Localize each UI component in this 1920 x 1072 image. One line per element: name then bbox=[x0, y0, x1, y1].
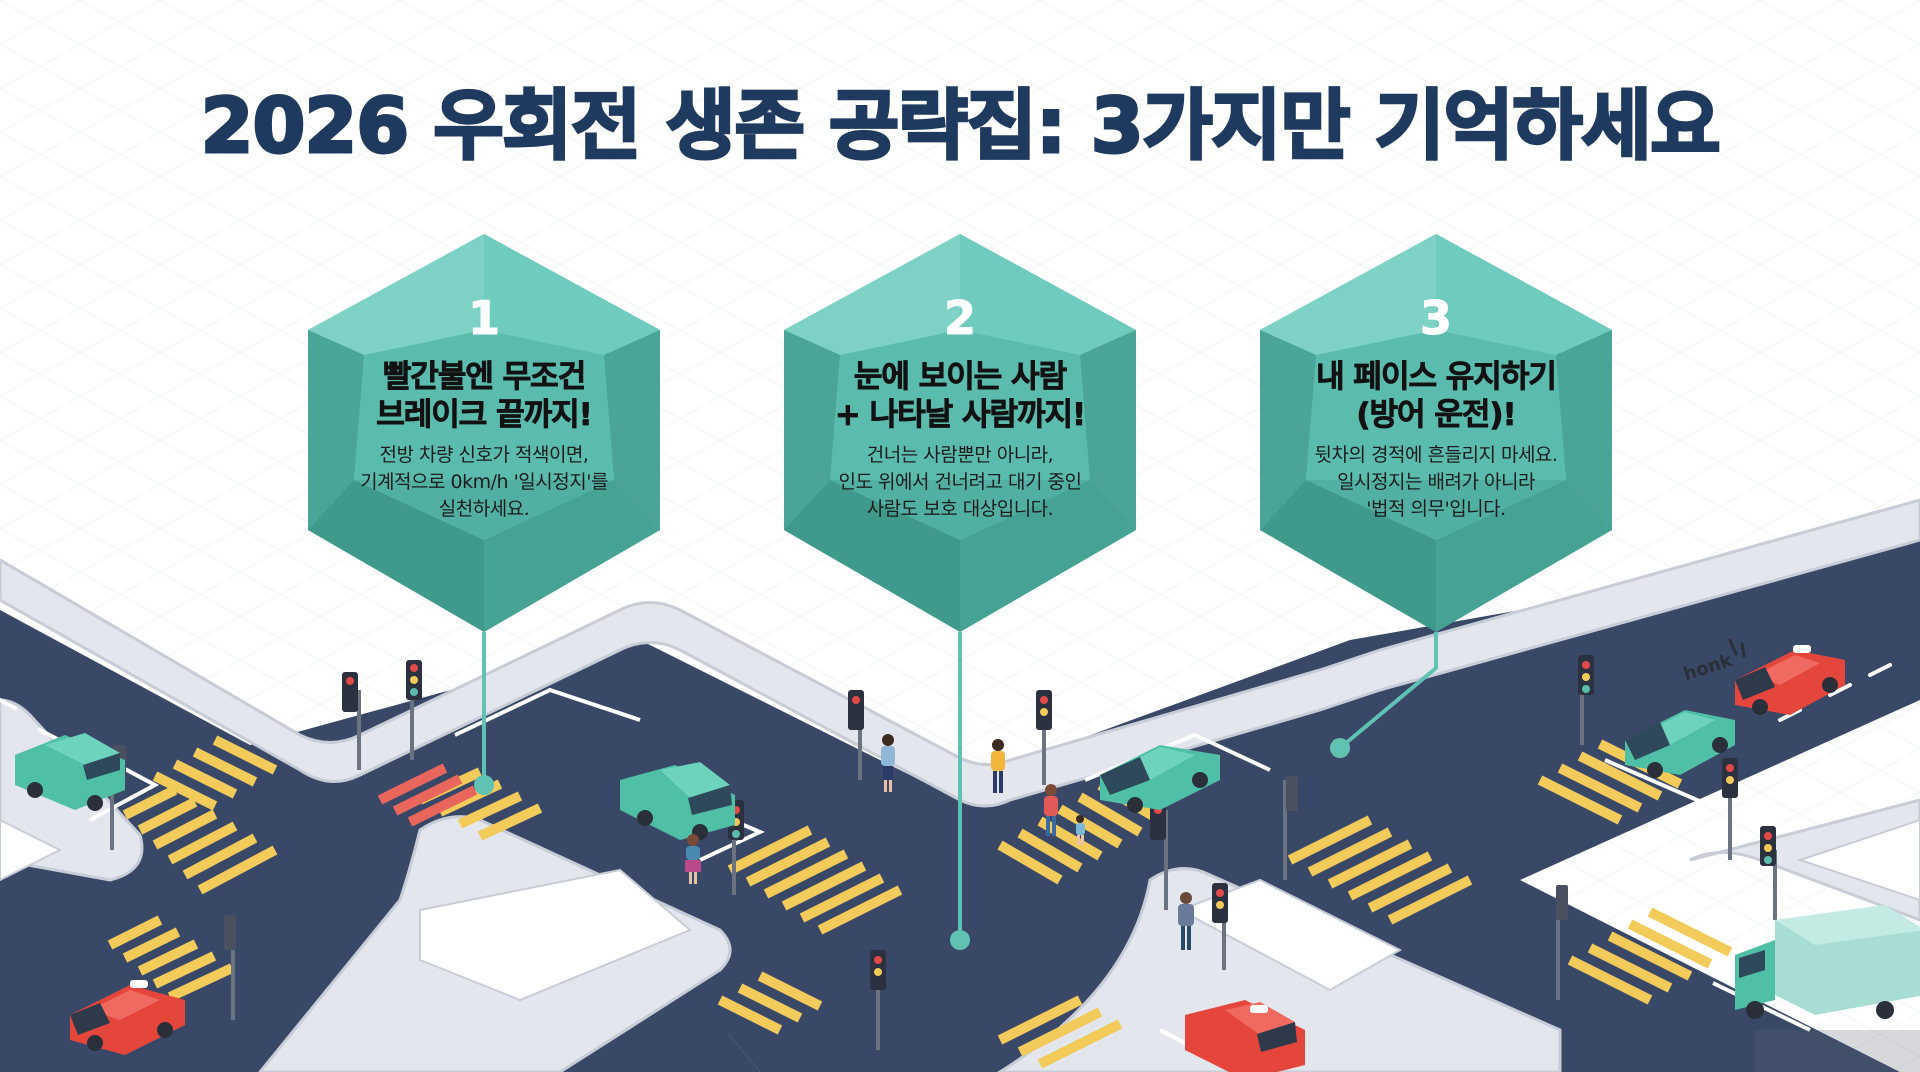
vehicles bbox=[15, 645, 1920, 1072]
tip-body-line2: 기계적으로 0km/h '일시정지'를 bbox=[360, 471, 608, 493]
callout-connectors bbox=[482, 632, 1438, 940]
tip-heading-line2: (방어 운전)! bbox=[1356, 397, 1517, 434]
red-taxi-1 bbox=[1735, 645, 1845, 715]
tip-heading-line2: + 나타날 사람까지! bbox=[834, 397, 1086, 434]
pedestrian-woman-1 bbox=[881, 734, 895, 792]
building-lots bbox=[0, 818, 1920, 1002]
tip-card-3: 3 내 페이스 유지하기 (방어 운전)! 뒷차의 경적에 흔들리지 마세요. … bbox=[1256, 292, 1616, 523]
tip-body-line1: 전방 차량 신호가 적색이면, bbox=[379, 444, 589, 466]
tip-heading-line1: 빨간불엔 무조건 bbox=[382, 359, 586, 396]
tip-heading-line1: 내 페이스 유지하기 bbox=[1316, 359, 1558, 396]
traffic-lights bbox=[110, 655, 1777, 1050]
gem-card-2 bbox=[784, 234, 1136, 632]
tip-body-line2: 인도 위에서 건너려고 대기 중인 bbox=[838, 471, 1082, 493]
pedestrian-man-yellow bbox=[991, 739, 1005, 793]
corner-overlay bbox=[1755, 1030, 1920, 1072]
pedestrians bbox=[685, 734, 1194, 950]
gem-card-3 bbox=[1260, 234, 1612, 632]
crosswalks bbox=[107, 735, 1733, 1069]
red-taxi-2 bbox=[70, 980, 185, 1055]
teal-car-3 bbox=[1100, 745, 1220, 813]
callout-dots bbox=[474, 738, 1350, 950]
teal-car-2 bbox=[620, 762, 735, 840]
tip-number: 2 bbox=[943, 291, 976, 345]
delivery-truck bbox=[1735, 905, 1920, 1019]
alert-crosswalk bbox=[377, 763, 478, 827]
tip-body-line1: 뒷차의 경적에 흔들리지 마세요. bbox=[1314, 444, 1558, 466]
tip-body-line3: 사람도 보호 대상입니다. bbox=[866, 498, 1054, 520]
red-taxi-3 bbox=[1185, 1000, 1305, 1072]
tip-body-line3: 실천하세요. bbox=[438, 498, 530, 520]
tip-heading-line1: 눈에 보이는 사람 bbox=[853, 359, 1067, 396]
honk-sound-icon bbox=[1728, 638, 1746, 658]
tip-number: 3 bbox=[1419, 291, 1452, 345]
teal-car-4 bbox=[1625, 710, 1735, 778]
tip-body-line3: '법적 의무'입니다. bbox=[1366, 498, 1506, 520]
tip-card-1: 1 빨간불엔 무조건 브레이크 끝까지! 전방 차량 신호가 적색이면, 기계적… bbox=[304, 292, 664, 523]
tip-body-line1: 건너는 사람뿐만 아니라, bbox=[866, 444, 1054, 466]
page-title: 2026 우회전 생존 공략집: 3가지만 기억하세요 bbox=[199, 80, 1722, 172]
pedestrian-girl-purple bbox=[685, 834, 701, 884]
teal-car-1 bbox=[15, 733, 125, 811]
pedestrian-man-grey bbox=[1178, 892, 1194, 950]
tip-card-2: 2 눈에 보이는 사람 + 나타날 사람까지! 건너는 사람뿐만 아니라, 인도… bbox=[780, 292, 1140, 523]
pedestrian-child bbox=[1076, 815, 1085, 845]
tip-heading-line2: 브레이크 끝까지! bbox=[376, 397, 593, 434]
tip-number: 1 bbox=[467, 291, 500, 345]
gem-card-1 bbox=[308, 234, 660, 632]
tip-body-line2: 일시정지는 배려가 아니라 bbox=[1337, 471, 1535, 493]
pedestrian-woman-red bbox=[1044, 784, 1058, 836]
